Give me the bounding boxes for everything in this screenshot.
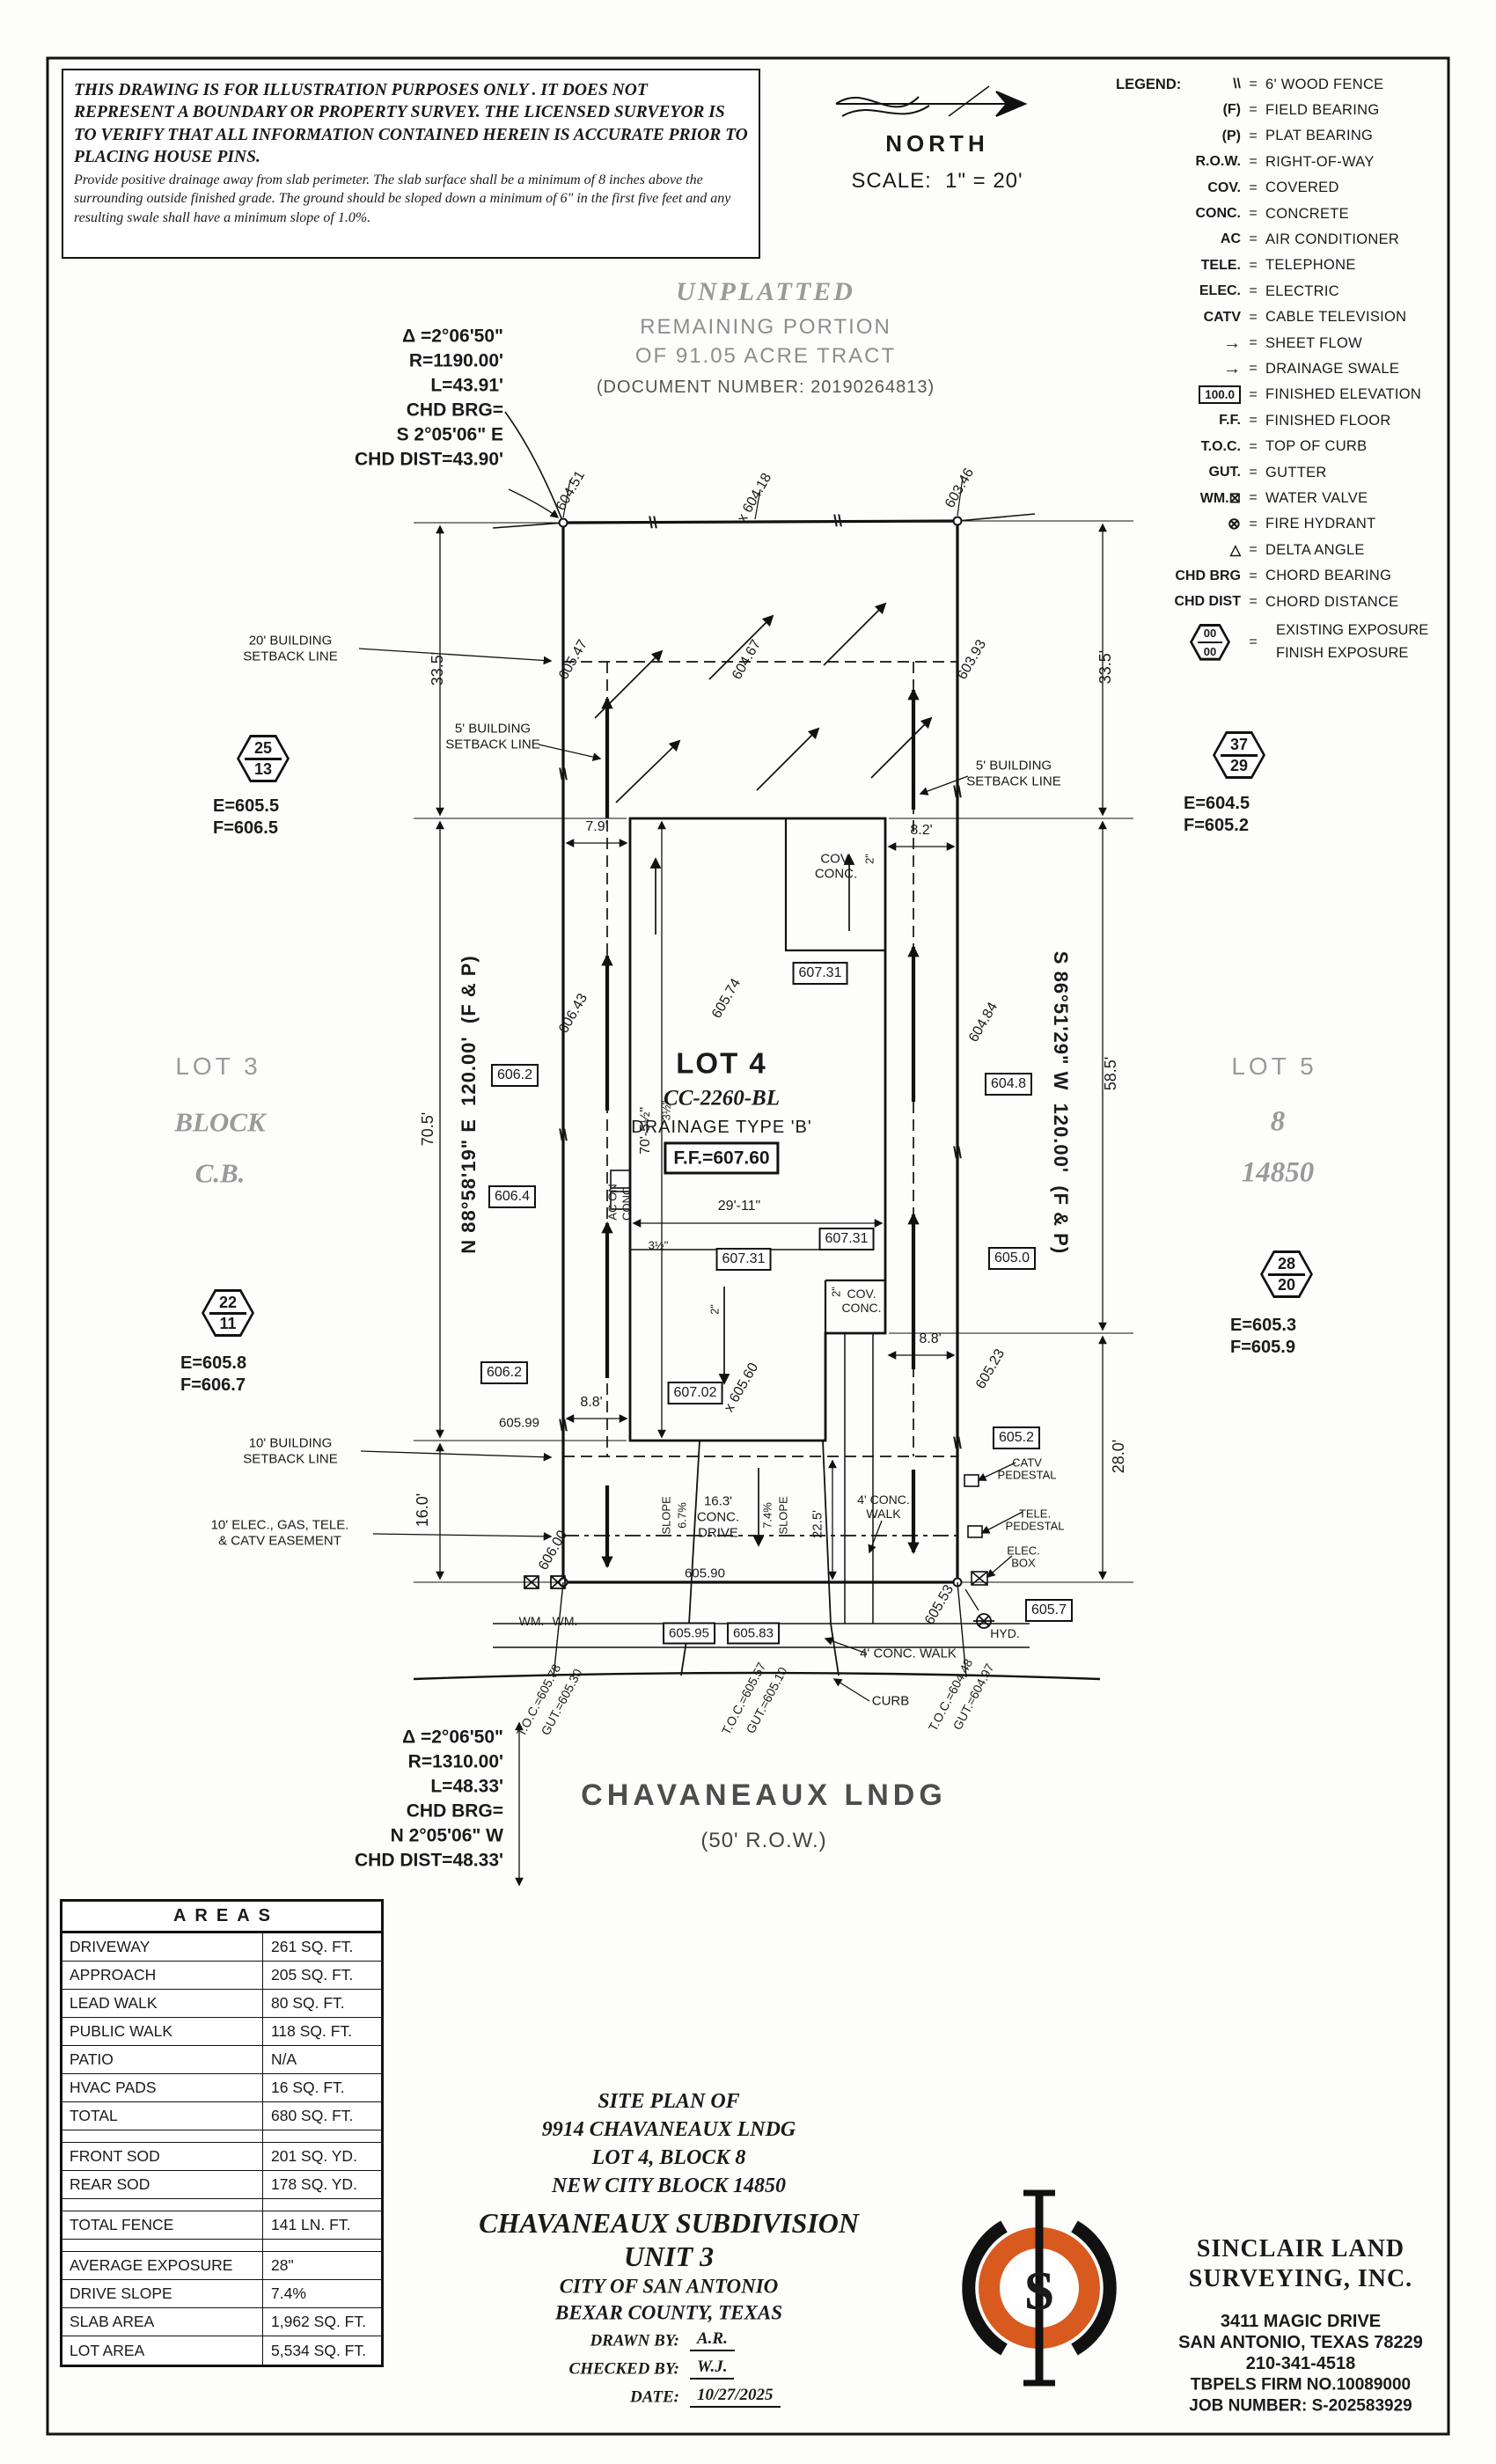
disclaimer-note-text: Provide positive drainage away from slab… [74,172,731,225]
areas-row-label: SLAB AREA [62,2308,263,2336]
areas-row-value: N/A [271,2050,297,2068]
sheet-flow-arrows [594,602,933,1547]
areas-row: PUBLIC WALK 118 SQ. FT. [62,2018,381,2046]
areas-row-label: PATIO [62,2046,263,2073]
fire-hydrant-icon [964,1588,994,1629]
leader-lines [358,488,1023,1702]
utility-pedestal-icons [964,1474,988,1586]
areas-row-value: 680 SQ. FT. [271,2107,354,2124]
corner-monument [952,516,963,526]
public-sidewalk-lines [493,1623,1030,1648]
areas-row-label: HVAC PADS [62,2074,263,2101]
north-arrow-icon [835,85,1028,117]
areas-row-label: TOTAL [62,2102,263,2130]
sheet-border [46,56,1450,2436]
areas-row-label: DRIVE SLOPE [62,2280,263,2307]
extension-lines [414,520,1133,1583]
corner-leader-ticks [562,476,964,520]
areas-row: SLAB AREA 1,962 SQ. FT. [62,2308,381,2336]
areas-row-value [263,2199,381,2211]
areas-row: LEAD WALK 80 SQ. FT. [62,1990,381,2018]
areas-row: LOT AREA 5,534 SQ. FT. [62,2336,381,2365]
areas-row-label: TOTAL FENCE [62,2211,263,2239]
areas-row-label: REAR SOD [62,2171,263,2198]
building-setback-lines [563,661,957,1457]
lot-boundary [561,519,959,1584]
areas-row-value: 1,962 SQ. FT. [271,2313,366,2330]
areas-row-label: LOT AREA [62,2336,263,2365]
lot-line-extensions [553,1581,967,1678]
areas-row-label: APPROACH [62,1962,263,1989]
areas-row-value: 141 LN. FT. [271,2216,351,2233]
driveway-outline [680,1440,840,1676]
areas-row: DRIVE SLOPE 7.4% [62,2280,381,2308]
areas-row: DRIVEWAY 261 SQ. FT. [62,1933,381,1962]
areas-row-label [62,2130,263,2142]
areas-row: AVERAGE EXPOSURE 28" [62,2252,381,2280]
areas-row-label [62,2199,263,2211]
curb-line [413,1671,1101,1681]
lead-walk-outline [844,1333,874,1624]
areas-spacer-row [62,2240,381,2252]
areas-row: PATIO N/A [62,2046,381,2074]
areas-row-label [62,2240,263,2251]
areas-row-label: AVERAGE EXPOSURE [62,2252,263,2279]
areas-row-value: 261 SQ. FT. [271,1938,354,1955]
areas-row-value [263,2240,381,2251]
areas-row-value: 178 SQ. YD. [271,2175,357,2193]
house-outline [628,817,887,1442]
areas-row-label: FRONT SOD [62,2143,263,2170]
corner-monument [558,517,568,528]
areas-row-value: 205 SQ. FT. [271,1966,354,1984]
areas-spacer-row [62,2199,381,2211]
areas-row-label: PUBLIC WALK [62,2018,263,2045]
areas-spacer-row [62,2130,381,2143]
areas-row: REAR SOD 178 SQ. YD. [62,2171,381,2199]
areas-row: APPROACH 205 SQ. FT. [62,1962,381,1990]
water-meter-icons [524,1575,566,1589]
disclaimer-box: THIS DRAWING IS FOR ILLUSTRATION PURPOSE… [62,69,760,259]
areas-row-value: 7.4% [271,2284,306,2302]
areas-row-value: 118 SQ. FT. [271,2022,353,2040]
sinclair-logo [962,2189,1117,2387]
areas-table-title: AREAS [62,1902,381,1933]
row-curve-west [504,411,564,524]
areas-row-label: LEAD WALK [62,1990,263,2017]
drainage-swale-arrows [601,687,920,1569]
areas-table: AREAS DRIVEWAY 261 SQ. FT. APPROACH 205 SQ.… [60,1899,384,2367]
areas-table-rows: DRIVEWAY 261 SQ. FT. APPROACH 205 SQ. FT. LE… [62,1933,381,2365]
tract-boundary-extension [492,513,1036,529]
areas-row: TOTAL 680 SQ. FT. [62,2102,381,2130]
areas-row-value: 16 SQ. FT. [271,2079,345,2096]
areas-row-value: 201 SQ. YD. [271,2147,357,2165]
disclaimer-caps-text: THIS DRAWING IS FOR ILLUSTRATION PURPOSE… [74,81,748,167]
ac-pad-icons [610,1170,631,1210]
areas-row: FRONT SOD 201 SQ. YD. [62,2143,381,2171]
areas-row-value: 5,534 SQ. FT. [271,2341,366,2359]
areas-row-value: 80 SQ. FT. [271,1994,345,2012]
areas-row-value [263,2130,381,2142]
areas-row: TOTAL FENCE 141 LN. FT. [62,2211,381,2240]
areas-row-label: DRIVEWAY [62,1933,263,1961]
dimension-lines [436,523,1107,1887]
areas-row-value: 28" [271,2256,294,2274]
areas-row: HVAC PADS 16 SQ. FT. [62,2074,381,2102]
